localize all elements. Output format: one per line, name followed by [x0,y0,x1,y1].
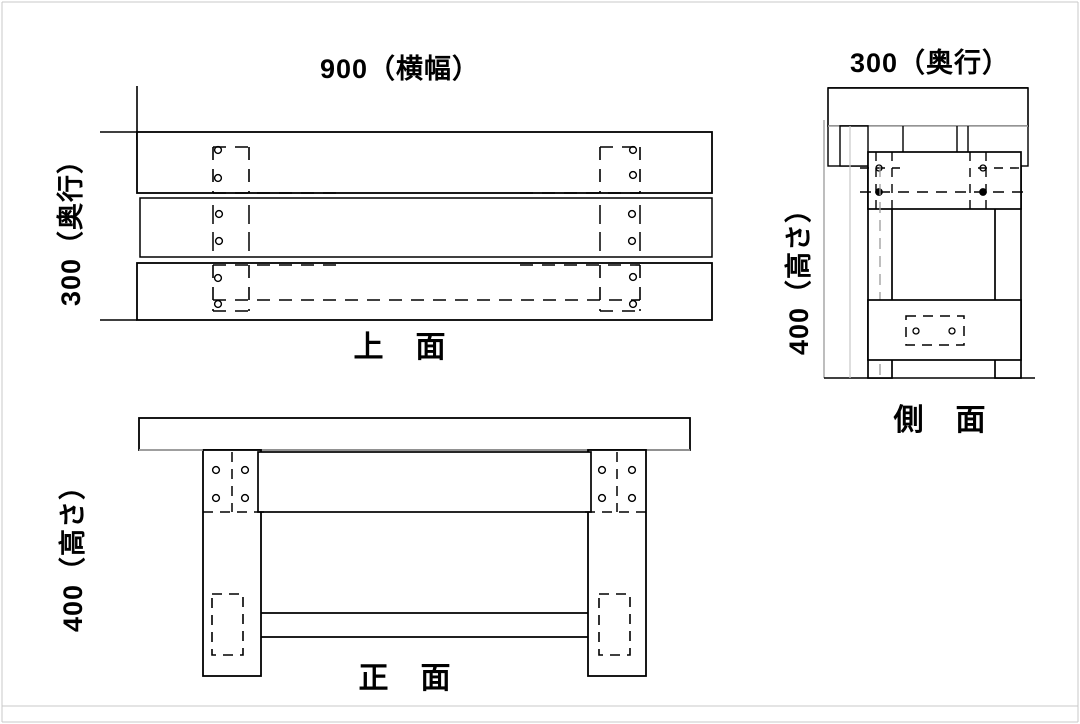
screw-hole [211,493,221,503]
top-view-board-middle [139,197,713,258]
front-view-right-hidden-mortise [598,593,631,656]
side-view-upper-apron [867,151,1022,210]
screw-hole [628,299,638,309]
side-view-top-board [827,87,1029,127]
view-caption-top: 上 面 [354,331,447,364]
front-view-leg-right [587,449,647,677]
side-view-group [823,87,1035,379]
dimension-height-label-side: 400（高さ） [783,195,814,355]
screw-hole [875,188,883,196]
top-view-dimension-lines [100,86,138,321]
dimension-depth-label-top: 300（奥行） [55,146,86,306]
front-view-top-board [138,417,691,451]
front-view-group [138,417,691,677]
screw-hole [213,173,223,183]
side-view-lower-stretcher [867,299,1022,361]
screw-hole [214,209,224,219]
view-caption-front: 正 面 [359,662,452,695]
screw-hole [213,273,223,283]
screw-hole [628,145,638,155]
front-view-upper-apron [257,451,592,513]
screw-hole [628,272,638,282]
side-view-hidden-mortise [905,315,965,346]
dimension-height-label-front: 400（高さ） [57,472,88,632]
front-view-leg-left [202,449,262,677]
top-view-group [100,86,713,321]
dimension-width-label: 900（横幅） [320,54,480,84]
screw-hole [912,327,920,335]
front-view-lower-stretcher [261,612,588,638]
screw-hole [627,236,637,246]
screw-hole [214,236,224,246]
screw-hole [979,188,987,196]
screw-hole [211,465,221,475]
front-view-left-leg-joinery [203,452,268,513]
top-view-board-rear [136,131,713,218]
screw-hole [627,465,637,475]
screw-hole [213,145,223,155]
front-view-left-hidden-mortise [211,593,244,656]
screw-hole [979,164,987,172]
screw-hole [628,170,638,180]
screw-hole [597,465,607,475]
front-view-right-leg-joinery [585,452,648,513]
screw-hole [240,493,250,503]
screw-hole [627,209,637,219]
screw-hole [875,164,883,172]
view-caption-side: 側 面 [893,404,987,437]
dimension-depth-label-side: 300（奥行） [850,47,1010,78]
top-view-board-front [136,262,713,321]
screw-hole [597,493,607,503]
screw-hole [240,465,250,475]
screw-hole [948,327,956,335]
screw-hole [213,299,223,309]
screw-hole [627,493,637,503]
